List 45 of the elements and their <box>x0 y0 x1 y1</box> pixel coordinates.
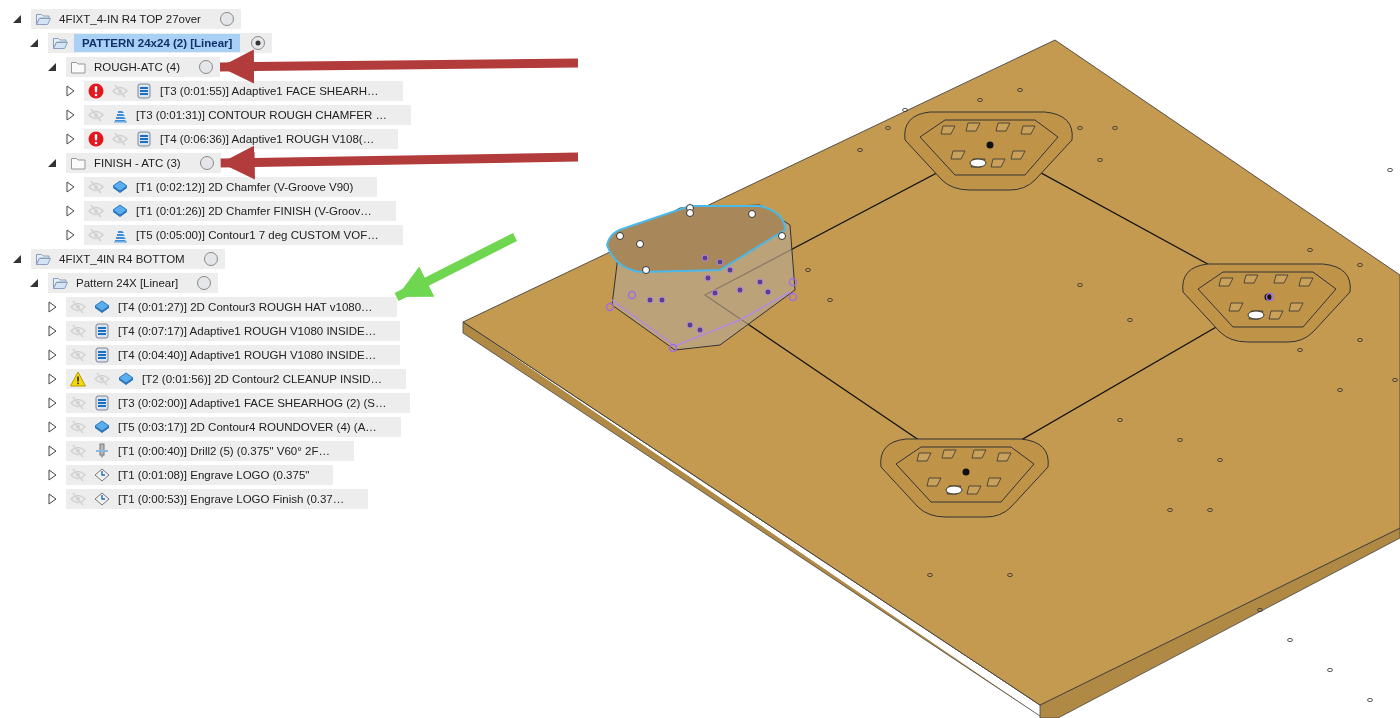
folder-name: Pattern 24X [Linear] <box>76 276 180 291</box>
folder-name: 4FIXT_4IN R4 BOTTOM <box>59 252 186 267</box>
tree-row <box>66 321 401 341</box>
folder-name: 4FIXT_4-IN R4 TOP 27over <box>59 12 202 27</box>
arrow <box>220 49 579 84</box>
tree-row <box>66 489 369 509</box>
tree-row <box>66 57 221 77</box>
operation-name: [T3 (0:01:31)] CONTOUR ROUGH CHAMFER … <box>136 108 388 123</box>
tree-row <box>84 105 411 125</box>
tree-row <box>84 129 399 149</box>
operation-name: [T1 (0:00:40)] Drill2 (5) (0.375" V60° 2F… <box>118 444 331 459</box>
tree-row <box>31 9 241 29</box>
operation-name: [T5 (0:03:17)] 2D Contour4 ROUNDOVER (4) (A… <box>118 420 378 435</box>
operation-name: [T1 (0:00:53)] Engrave LOGO Finish (0.37… <box>118 492 346 507</box>
tree-row <box>84 201 396 221</box>
arrow <box>220 145 579 180</box>
tree-row <box>66 465 334 485</box>
tree-row <box>31 249 225 269</box>
folder-name: FINISH - ATC (3) <box>94 156 182 171</box>
tree-row <box>66 153 221 173</box>
tree-row <box>84 225 403 245</box>
tree-row <box>48 33 273 53</box>
operation-name: [T3 (0:02:00)] Adaptive1 FACE SHEARHOG (2) (S… <box>118 396 388 411</box>
folder-name: PATTERN 24x24 (2) [Linear] <box>74 34 241 52</box>
tree-row <box>66 417 401 437</box>
operation-name: [T4 (0:06:36)] Adaptive1 ROUGH V108(… <box>160 132 376 147</box>
operation-name: [T3 (0:01:55)] Adaptive1 FACE SHEARH… <box>160 84 380 99</box>
tree-row <box>84 177 378 197</box>
operation-name: [T4 (0:01:27)] 2D Contour3 ROUGH HAT v1080… <box>118 300 374 315</box>
tree-row <box>66 345 401 365</box>
arrow <box>394 233 518 301</box>
tree-row <box>66 297 397 317</box>
tree-row <box>66 369 407 389</box>
tree-row <box>66 393 411 413</box>
tree-row <box>48 273 219 293</box>
tree-row <box>66 441 354 461</box>
operation-name: [T2 (0:01:56)] 2D Contour2 CLEANUP INSID… <box>142 372 384 387</box>
folder-name: ROUGH-ATC (4) <box>94 60 182 75</box>
operation-name: [T4 (0:07:17)] Adaptive1 ROUGH V1080 INSIDE… <box>118 324 378 339</box>
tree-row <box>84 81 403 101</box>
operation-name: [T1 (0:01:08)] Engrave LOGO (0.375" <box>118 468 311 483</box>
operation-name: [T1 (0:02:12)] 2D Chamfer (V-Groove V90) <box>136 180 355 195</box>
operation-name: [T1 (0:01:26)] 2D Chamfer FINISH (V-Groov… <box>136 204 373 219</box>
operation-name: [T5 (0:05:00)] Contour1 7 deg CUSTOM VOF… <box>136 228 380 243</box>
operation-name: [T4 (0:04:40)] Adaptive1 ROUGH V1080 INSIDE… <box>118 348 378 363</box>
